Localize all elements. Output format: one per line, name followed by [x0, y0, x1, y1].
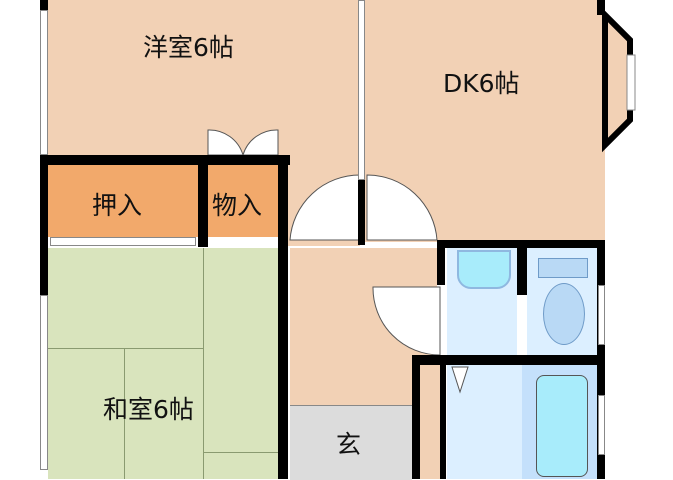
tatami-line: [203, 452, 278, 453]
closet: [48, 165, 198, 237]
western-room-label: 洋室6帖: [143, 33, 234, 62]
wall: [597, 0, 605, 15]
storage: [208, 165, 278, 237]
dk-label: DK6帖: [443, 69, 520, 98]
hall-strip: [420, 365, 440, 479]
wall: [597, 240, 605, 479]
window: [40, 10, 48, 155]
entrance-label: 玄: [336, 430, 362, 459]
wall: [40, 165, 48, 295]
japanese-room-label: 和室6帖: [103, 395, 194, 424]
bathtub: [536, 375, 588, 477]
wall: [412, 365, 420, 479]
toilet-tank: [538, 258, 588, 278]
toilet-bowl: [543, 283, 585, 345]
wall: [437, 240, 445, 285]
interior-window: [358, 0, 365, 180]
window: [40, 295, 48, 470]
closet-label: 押入: [92, 191, 143, 220]
tatami-line: [203, 248, 204, 479]
bay-window: [602, 7, 636, 153]
wall: [278, 155, 288, 479]
entrance: [290, 405, 412, 480]
storage-label: 物入: [212, 191, 263, 220]
japanese-room: [48, 248, 278, 479]
wall: [40, 0, 48, 10]
wall: [412, 355, 605, 365]
wall: [517, 240, 527, 295]
wall: [198, 165, 208, 247]
tatami-line: [124, 348, 125, 479]
wall: [358, 180, 365, 245]
window: [598, 395, 605, 455]
wall: [440, 365, 446, 479]
wall: [40, 155, 290, 165]
tatami-line: [48, 348, 203, 349]
closet-sliding-door: [50, 237, 196, 246]
western-room: [48, 0, 360, 158]
window: [598, 285, 605, 345]
washbasin: [457, 250, 511, 289]
